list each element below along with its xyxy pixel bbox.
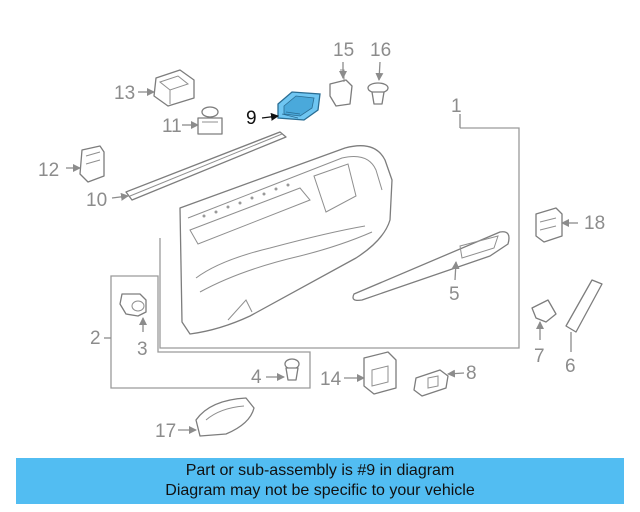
callout-6: 6 <box>565 356 576 377</box>
trim-strip-part-6 <box>565 279 603 333</box>
switch-part-14 <box>363 351 397 395</box>
callout-10: 10 <box>86 190 107 211</box>
module-part-18 <box>535 207 563 243</box>
bracket-part-12 <box>79 145 105 183</box>
part-info-banner: Part or sub-assembly is #9 in diagram Di… <box>16 458 624 504</box>
callout-8: 8 <box>466 363 477 384</box>
switch-part-13 <box>153 69 195 107</box>
callout-13: 13 <box>114 83 135 104</box>
armrest-trim-strip <box>352 231 510 302</box>
callout-2: 2 <box>90 328 101 349</box>
callout-5: 5 <box>449 284 460 305</box>
callout-18: 18 <box>584 213 605 234</box>
screw-part-4 <box>284 358 300 381</box>
callout-7: 7 <box>534 346 545 367</box>
handle-part-17 <box>195 397 255 437</box>
switch-part-8 <box>413 369 449 397</box>
push-pin-part-16 <box>367 82 389 105</box>
knob-part-11 <box>197 106 223 135</box>
callout-9: 9 <box>246 108 257 129</box>
grommet-part-3 <box>119 293 147 317</box>
door-trim-panel <box>179 145 393 335</box>
callout-1: 1 <box>451 96 462 117</box>
callout-11: 11 <box>162 116 182 137</box>
banner-line-2: Diagram may not be specific to your vehi… <box>165 482 475 499</box>
clip-part-15 <box>329 69 353 107</box>
bracket-part-7 <box>531 299 557 323</box>
callout-15: 15 <box>333 40 354 61</box>
window-switch-bezel-part-9 <box>277 91 321 121</box>
callout-3: 3 <box>137 339 148 360</box>
callout-12: 12 <box>38 160 59 181</box>
callout-4: 4 <box>251 367 262 388</box>
parts-diagram: 1 2 3 4 5 6 7 8 9 10 11 12 13 14 15 16 1… <box>38 40 605 442</box>
callout-16: 16 <box>370 40 391 61</box>
assembly-2-frame <box>110 275 311 389</box>
banner-line-1: Part or sub-assembly is #9 in diagram <box>185 462 455 479</box>
callout-14: 14 <box>320 369 342 390</box>
callout-17: 17 <box>155 421 176 442</box>
door-panel-dots <box>202 183 290 218</box>
window-belt-molding <box>125 131 287 201</box>
assembly-1-frame <box>159 114 520 349</box>
